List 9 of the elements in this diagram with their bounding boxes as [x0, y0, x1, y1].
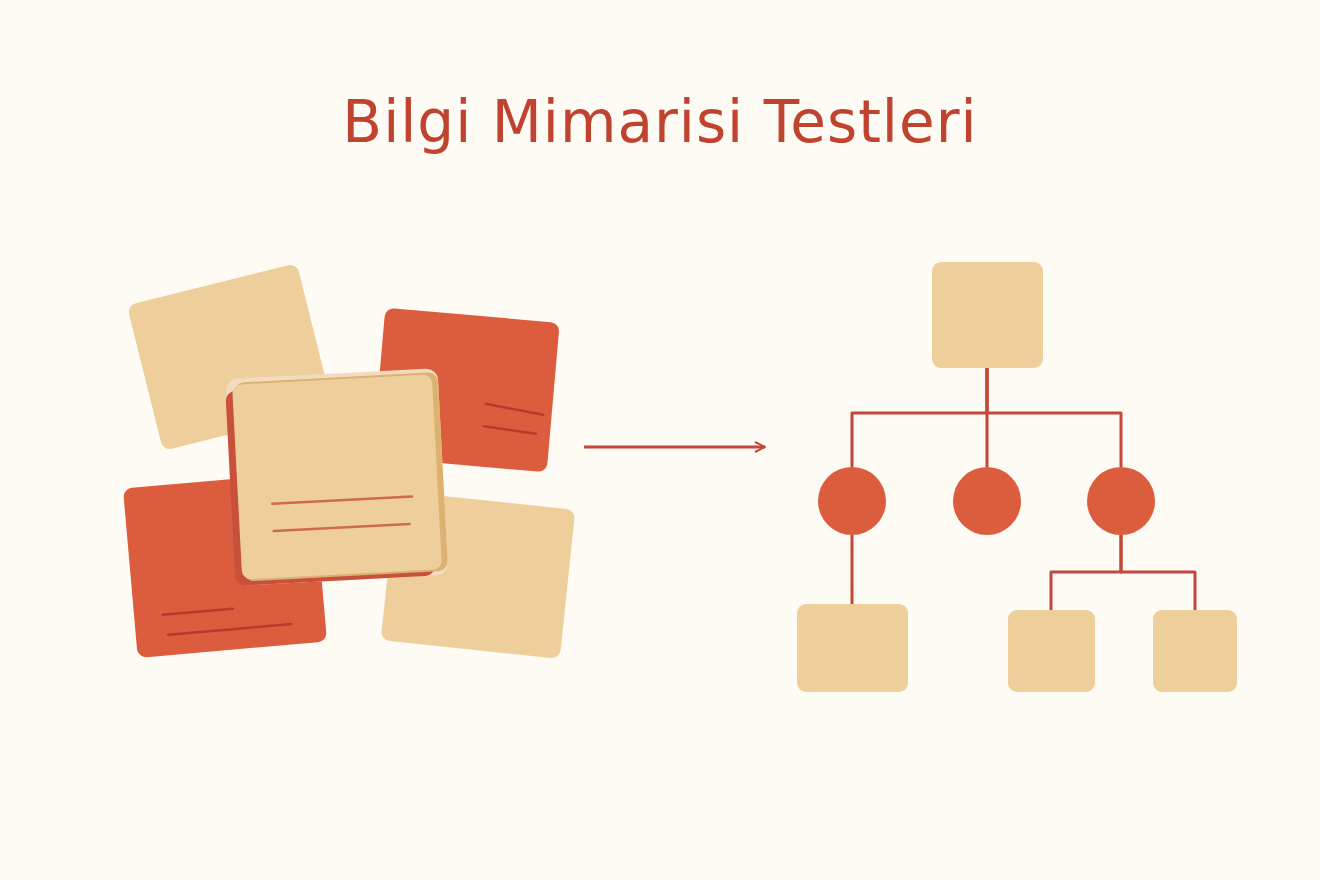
title: Bilgi Mimarisi Testleri — [341, 88, 979, 156]
tree-box — [796, 604, 908, 692]
tree-box — [931, 262, 1043, 368]
connector-line — [985, 368, 1123, 467]
tree-box — [1153, 610, 1237, 692]
tree-box — [1007, 610, 1095, 692]
connector-line — [850, 535, 854, 604]
connector-line — [1119, 535, 1197, 610]
arrow — [584, 441, 766, 453]
